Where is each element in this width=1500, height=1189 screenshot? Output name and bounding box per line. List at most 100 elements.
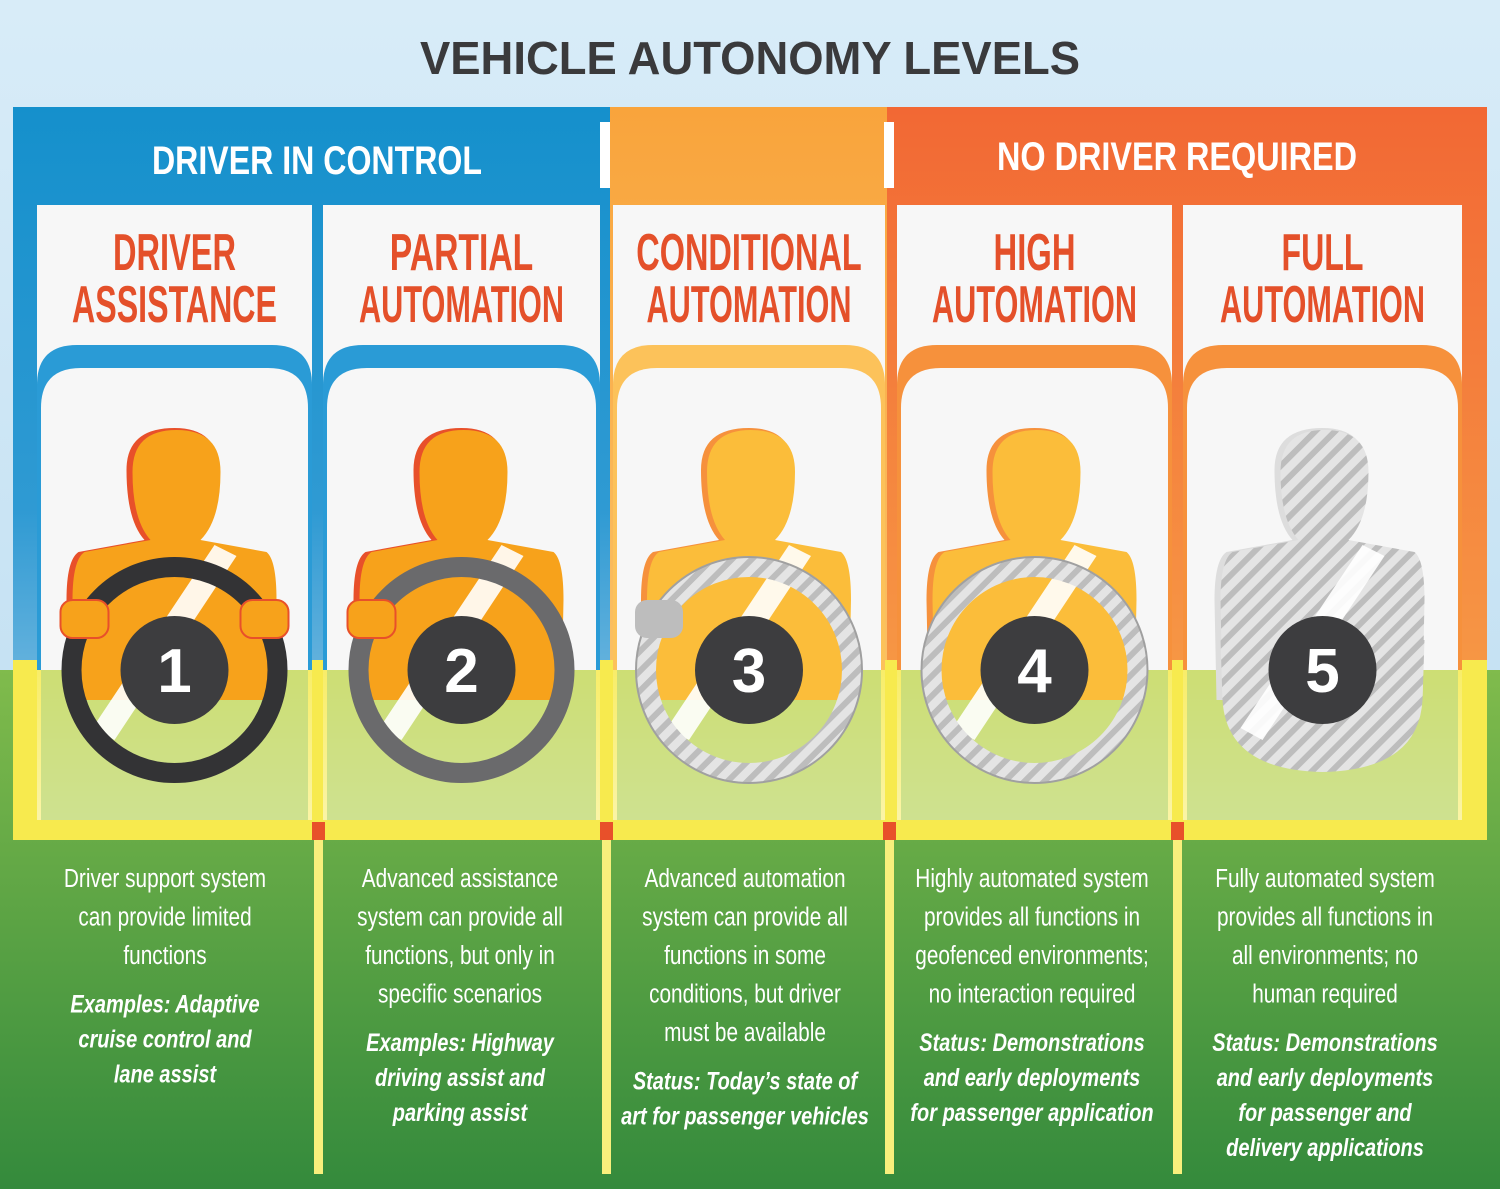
note-line: Status: Today’s state of [633,1067,860,1095]
group-label-driver-in-control: DRIVER IN CONTROL [152,139,482,183]
note-line: Examples: Highway [366,1029,555,1057]
divider-marker [600,822,613,840]
description-line: Fully automated system [1215,864,1435,893]
group-label-no-driver-required: NO DRIVER REQUIRED [997,135,1357,179]
description-line: provides all functions in [924,902,1140,931]
steering-wheel [636,557,862,783]
description-line: conditions, but driver [649,979,841,1008]
description-line: human required [1252,979,1398,1008]
no-driver-icon: 5 [1214,428,1425,772]
level-title-group: HIGH [994,225,1076,282]
figure-body [1220,430,1425,700]
left-hand [635,600,683,638]
level-number-disc [120,616,229,724]
level-number: 1 [157,637,191,706]
level-number-disc [1268,616,1377,724]
note-line: parking assist [392,1099,529,1127]
left-hand [346,599,397,639]
note-line: and early deployments [1217,1064,1434,1092]
description-line: Highly automated system [915,864,1148,893]
description-line: provides all functions in [1217,902,1433,931]
level-title-group: AUTOMATION [932,276,1137,334]
description-line: Advanced automation [644,864,845,893]
yellow-bar [13,820,1487,840]
divider-marker [883,822,896,840]
column-divider-line [1173,840,1182,1174]
description-line: functions in some [664,941,826,970]
divider-marker [312,822,325,840]
level-title-line: CONDITIONAL [636,224,861,282]
level-number: 2 [444,637,478,706]
level-title-group: CONDITIONAL [636,224,861,282]
description-line: functions [123,941,206,970]
steering-wheel [921,557,1148,783]
driver-standby-wheel-icon: 3 [635,428,863,784]
level-title-group: FULL [1282,224,1364,282]
level-description: Highly automated system provides all func… [910,864,1153,1127]
steering-wheel-edge [635,556,863,784]
divider [600,122,610,188]
level-number: 3 [732,637,766,706]
level-title-line: AUTOMATION [359,276,564,334]
driver-one-hand-wheel-icon: 2 [346,428,575,783]
level-number: 5 [1305,637,1339,706]
level-number: 4 [1017,637,1052,706]
left-hand [59,599,110,639]
description-line: can provide limited [78,902,251,931]
description-line: specific scenarios [378,979,542,1008]
level-title-group: AUTOMATION [647,276,852,334]
level-title-group: PARTIAL [390,224,533,282]
steering-wheel [61,557,288,783]
level-title-line: FULL [1282,224,1364,282]
description-line: Driver support system [64,864,266,893]
passenger-hatched-wheel-icon: 4 [920,428,1149,784]
description-line: geofenced environments; [915,941,1148,970]
note-line: Status: Demonstrations [1212,1029,1437,1057]
note-line: and early deployments [924,1064,1141,1092]
level-title-line: AUTOMATION [1220,276,1425,334]
level-title-group: AUTOMATION [1220,276,1425,334]
level-title-group: AUTOMATION [359,276,564,334]
description-line: system can provide all [642,902,848,931]
main-title: VEHICLE AUTONOMY LEVELS [420,32,1080,84]
level-title-line: AUTOMATION [647,276,852,334]
level-number-disc [980,616,1089,724]
steering-wheel-edge [920,556,1149,784]
description-line: functions, but only in [365,941,555,970]
note-line: delivery applications [1226,1134,1424,1162]
description-line: system can provide all [357,902,563,931]
column-divider-line [885,840,894,1174]
steering-wheel [348,557,575,783]
note-line: for passenger and [1238,1099,1412,1127]
note-line: for passenger application [910,1099,1153,1127]
level-description: Fully automated system provides all funct… [1212,864,1437,1162]
level-number-disc [407,616,516,724]
description-line: must be available [664,1018,826,1047]
note-line: art for passenger vehicles [621,1102,869,1130]
description-line: all environments; no [1232,941,1418,970]
level-title-line: PARTIAL [390,224,533,282]
note-line: cruise control and [78,1025,252,1053]
level-title-group: ASSISTANCE [72,276,277,334]
level-title-line: HIGH [994,225,1076,282]
level-number-disc [695,616,803,724]
note-line: Examples: Adaptive [70,990,259,1018]
right-hand [239,599,290,639]
description-line: no interaction required [929,979,1136,1008]
divider-marker [1171,822,1184,840]
level-title-line: AUTOMATION [932,276,1137,334]
level-title-group: DRIVER [113,224,236,282]
level-title-line: ASSISTANCE [72,276,277,334]
column-divider-line [314,840,323,1174]
driver-with-wheel-icon: 1 [59,428,290,783]
column-divider-line [602,840,611,1174]
level-description: Driver support system can provide limited… [64,864,266,1088]
note-line: driving assist and [375,1064,546,1092]
